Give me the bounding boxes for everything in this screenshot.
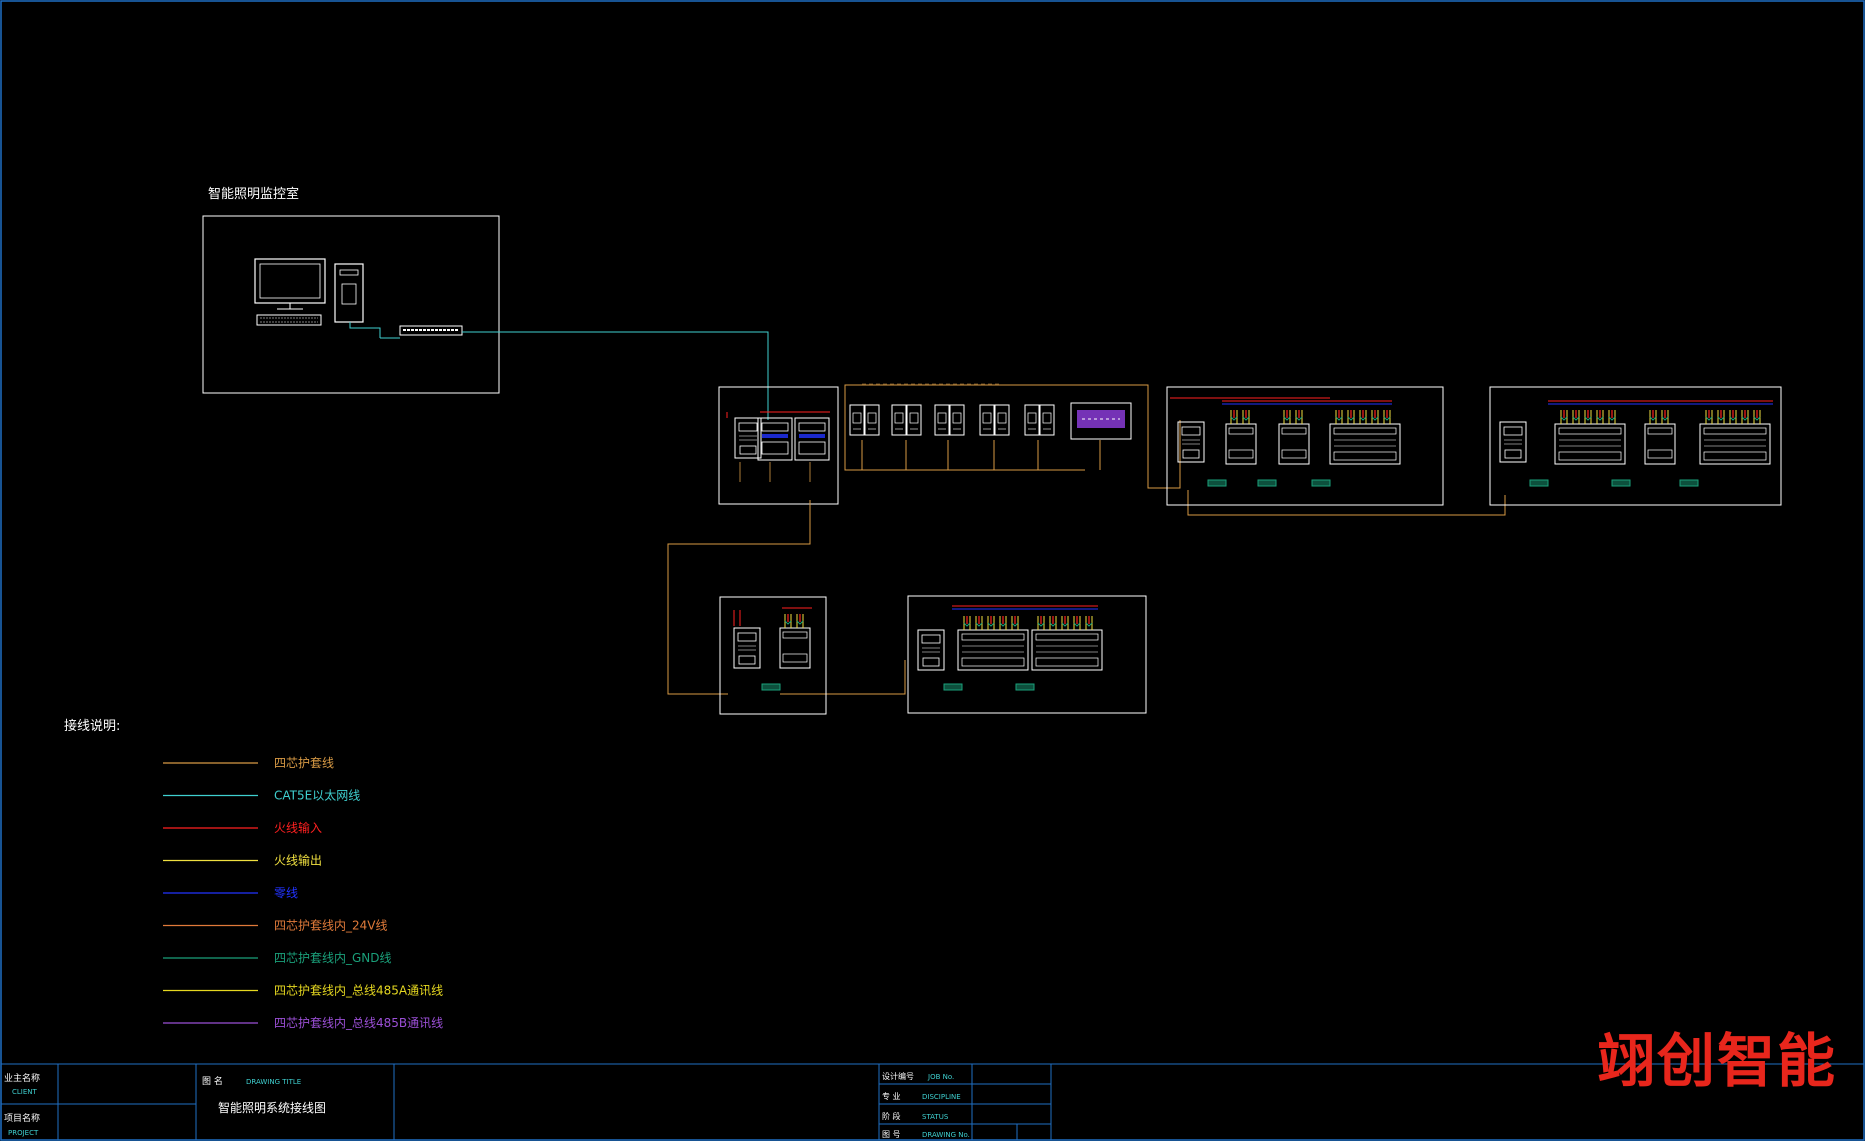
legend-title: 接线说明:: [64, 718, 120, 734]
job-no-label-cn: 设计编号: [882, 1071, 914, 1081]
client-label-en: CLIENT: [12, 1088, 38, 1096]
panel-lower-left-block: [719, 596, 827, 715]
drawing-title-value: 智能照明系统接线图: [218, 1100, 326, 1115]
legend-label: 四芯护套线内_24V线: [274, 919, 387, 933]
discipline-label-en: DISCIPLINE: [922, 1093, 961, 1101]
title-block: [1, 1063, 1864, 1140]
title-block-text: 业主名称 CLIENT 项目名称 PROJECT 图 名 DRAWING TIT…: [4, 1071, 970, 1139]
panel-floor-1-block: [1489, 386, 1782, 506]
drawing-title-label-en: DRAWING TITLE: [246, 1078, 301, 1086]
brand-logo-text: 翊创智能: [1596, 1027, 1837, 1095]
project-label-cn: 项目名称: [4, 1112, 40, 1124]
keyboard-icon: [256, 314, 322, 326]
status-label-cn: 阶 段: [882, 1111, 901, 1121]
panel-lower-right-block: [907, 595, 1147, 714]
project-label-en: PROJECT: [8, 1129, 39, 1137]
client-label-cn: 业主名称: [4, 1072, 40, 1084]
job-no-label-en: JOB No.: [927, 1073, 954, 1081]
legend-label: 四芯护套线内_总线485A通讯线: [274, 984, 443, 998]
control-room-block: 智能照明监控室: [202, 186, 500, 394]
legend-label: CAT5E以太网线: [274, 788, 360, 803]
main-panel-block: [718, 386, 839, 505]
drawing-no-label-en: DRAWING No.: [922, 1131, 970, 1139]
monitor-icon: [254, 258, 326, 310]
drawing-no-label-cn: 图 号: [882, 1130, 901, 1139]
touch-panel-icon: [1070, 402, 1132, 440]
wall-switch-row: [849, 402, 1132, 440]
panel-floor-4-block: [1166, 386, 1444, 506]
pc-tower-icon: [334, 263, 364, 323]
legend-label: 火线输入: [274, 820, 322, 835]
legend-label: 零线: [274, 886, 298, 900]
legend-label: 四芯护套线内_GND线: [274, 951, 392, 965]
network-switch-icon: [399, 325, 463, 336]
ethernet-cable: [462, 331, 769, 420]
drawing-title-label-cn: 图 名: [202, 1075, 223, 1087]
legend: 接线说明: 四芯护套线 CAT5E以太网线火线输入火线输出零线四芯护套线内_24V…: [64, 718, 443, 1030]
discipline-label-cn: 专 业: [882, 1091, 901, 1101]
control-room-title: 智能照明监控室: [208, 186, 299, 202]
status-label-en: STATUS: [922, 1113, 949, 1121]
bus-cabling: [667, 383, 1506, 695]
legend-label: 火线输出: [274, 853, 322, 868]
legend-label: 四芯护套线: [274, 756, 334, 770]
legend-label: 四芯护套线内_总线485B通讯线: [274, 1016, 443, 1030]
